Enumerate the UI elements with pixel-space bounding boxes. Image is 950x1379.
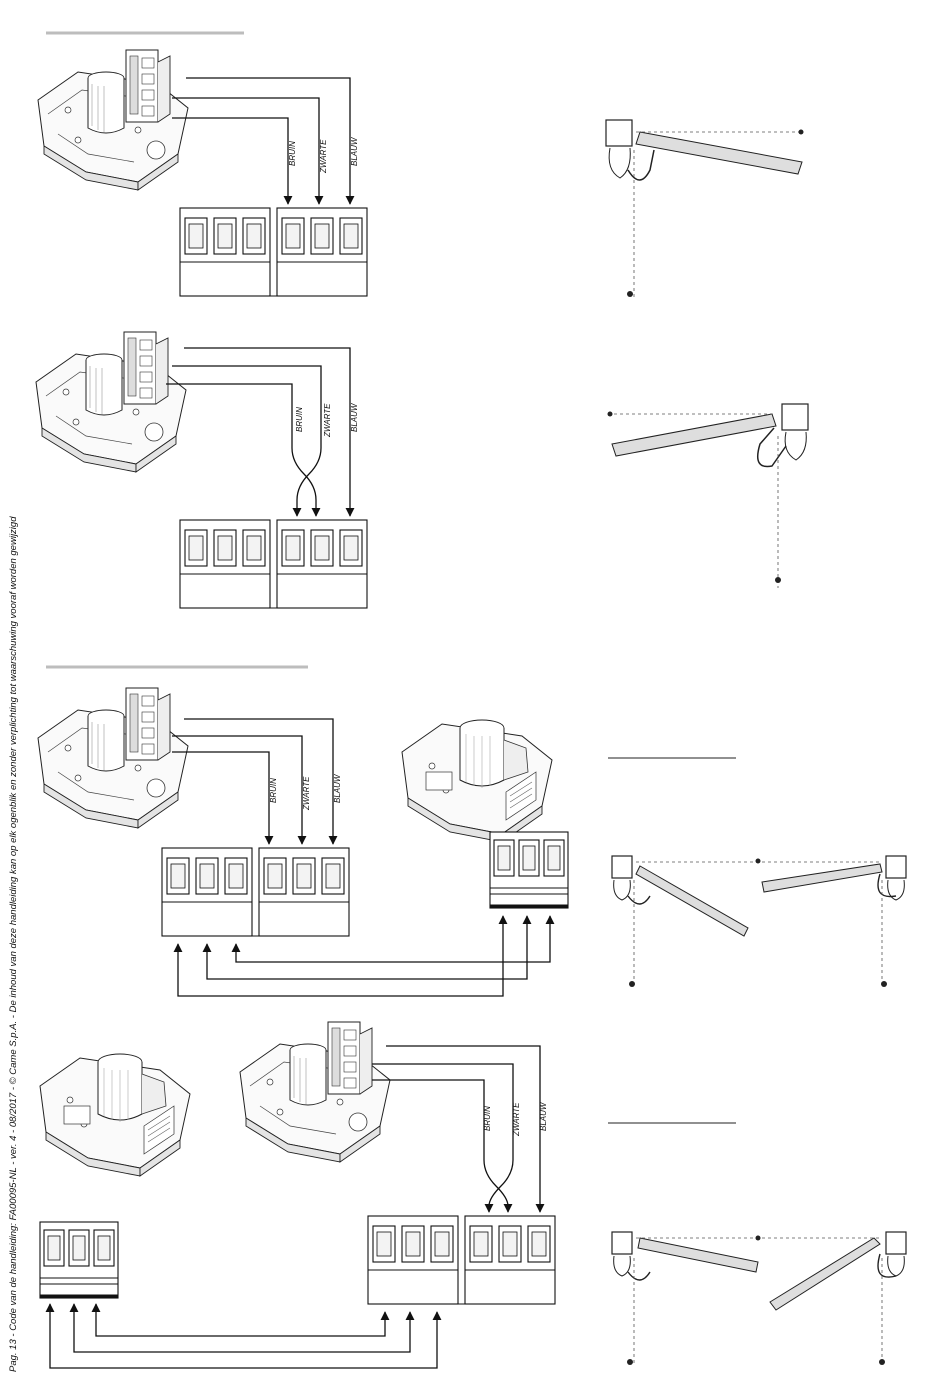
diagram-pair-crossed: BRUIN ZWARTE BLAUW (40, 1022, 555, 1368)
wire-black-2 (172, 366, 321, 516)
terminal-block-2a (180, 520, 270, 608)
link-wire-3b (207, 916, 527, 979)
terminal-block-2b (277, 520, 367, 608)
wire-brown-4 (372, 1080, 508, 1212)
barrier-layout-1 (606, 120, 804, 298)
label-blue-1: BLAUW (350, 136, 359, 166)
link-wire-4c (96, 1304, 385, 1336)
label-brown-2: BRUIN (295, 407, 304, 432)
control-unit-4 (240, 1022, 390, 1162)
slave-unit-4 (40, 1054, 190, 1176)
barrier-layout-3 (612, 856, 906, 988)
wire-brown-1 (172, 118, 288, 204)
diagram-pair-direct: BRUIN ZWARTE BLAUW (38, 688, 568, 996)
label-blue-2: BLAUW (350, 402, 359, 432)
label-black-1: ZWARTE (319, 139, 328, 174)
control-unit-3 (38, 688, 188, 828)
label-black-4: ZWARTE (512, 1102, 521, 1137)
label-brown-3: BRUIN (269, 778, 278, 803)
diagram-single-direct: BRUIN ZWARTE BLAUW (38, 50, 367, 296)
label-blue-3: BLAUW (333, 773, 342, 803)
footer-text: Pag. 13 - Code van de handleiding: FA000… (8, 516, 19, 1372)
label-brown-1: BRUIN (288, 141, 297, 166)
terminal-block-3a (162, 848, 252, 936)
barrier-layout-4 (612, 1232, 906, 1366)
diagram-single-crossed: BRUIN ZWARTE BLAUW (36, 332, 367, 608)
wire-brown-3 (172, 752, 269, 844)
wire-black-4 (372, 1064, 513, 1212)
link-wire-4b (74, 1304, 410, 1352)
terminal-block-4b (465, 1216, 555, 1304)
label-brown-4: BRUIN (483, 1106, 492, 1131)
label-black-3: ZWARTE (302, 776, 311, 811)
terminal-block-1a (180, 208, 270, 296)
barrier-layout-2 (608, 404, 809, 588)
label-black-2: ZWARTE (323, 403, 332, 438)
control-unit-1 (38, 50, 188, 190)
terminal-block-3-slave (490, 832, 568, 908)
slave-unit-3 (402, 720, 552, 842)
label-blue-4: BLAUW (539, 1101, 548, 1131)
wire-brown-2 (166, 384, 316, 516)
terminal-block-4-slave (40, 1222, 118, 1298)
terminal-block-1b (277, 208, 367, 296)
terminal-block-4a (368, 1216, 458, 1304)
control-unit-2 (36, 332, 186, 472)
terminal-block-3b (259, 848, 349, 936)
